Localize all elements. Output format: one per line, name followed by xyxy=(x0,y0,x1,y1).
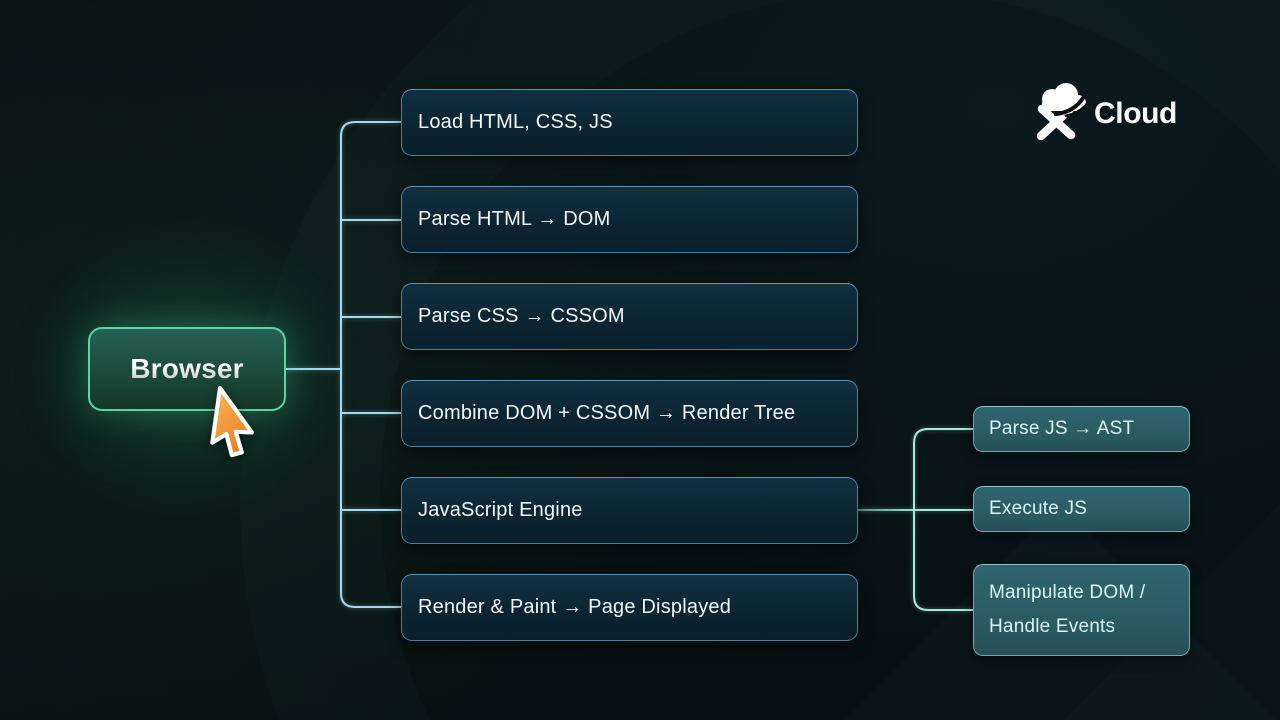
node-browser-label: Browser xyxy=(130,353,244,384)
node-combine-render-tree: Combine DOM + CSSOM → Render Tree xyxy=(401,380,858,447)
logo: Cloud xyxy=(1028,78,1177,140)
node-render-paint: Render & Paint → Page Displayed xyxy=(401,574,858,641)
node-label: Parse CSS → CSSOM xyxy=(418,305,625,327)
logo-label: Cloud xyxy=(1094,97,1177,130)
right-connector-group xyxy=(858,428,973,611)
node-label: JavaScript Engine xyxy=(418,499,583,521)
cloud-x-icon xyxy=(1036,83,1089,140)
node-label: Parse HTML → DOM xyxy=(418,208,611,230)
node-label: Load HTML, CSS, JS xyxy=(418,111,613,133)
node-label: Parse JS → AST xyxy=(989,418,1135,439)
node-load-html-css-js: Load HTML, CSS, JS xyxy=(401,89,858,156)
node-parse-js-ast: Parse JS → AST xyxy=(973,406,1190,452)
node-label: Render & Paint → Page Displayed xyxy=(418,596,732,618)
node-label: Manipulate DOM / Handle Events xyxy=(989,582,1146,637)
cursor-pointer-icon xyxy=(210,385,254,458)
node-label: Combine DOM + CSSOM → Render Tree xyxy=(418,402,796,424)
node-execute-js: Execute JS xyxy=(973,486,1190,532)
left-connector-group xyxy=(286,121,401,608)
node-javascript-engine: JavaScript Engine xyxy=(401,477,858,544)
node-label: Execute JS xyxy=(989,498,1088,519)
node-browser: Browser xyxy=(88,327,286,411)
node-parse-css-cssom: Parse CSS → CSSOM xyxy=(401,283,858,350)
node-manipulate-dom-handle-events: Manipulate DOM / Handle Events xyxy=(973,564,1190,656)
node-parse-html-dom: Parse HTML → DOM xyxy=(401,186,858,253)
